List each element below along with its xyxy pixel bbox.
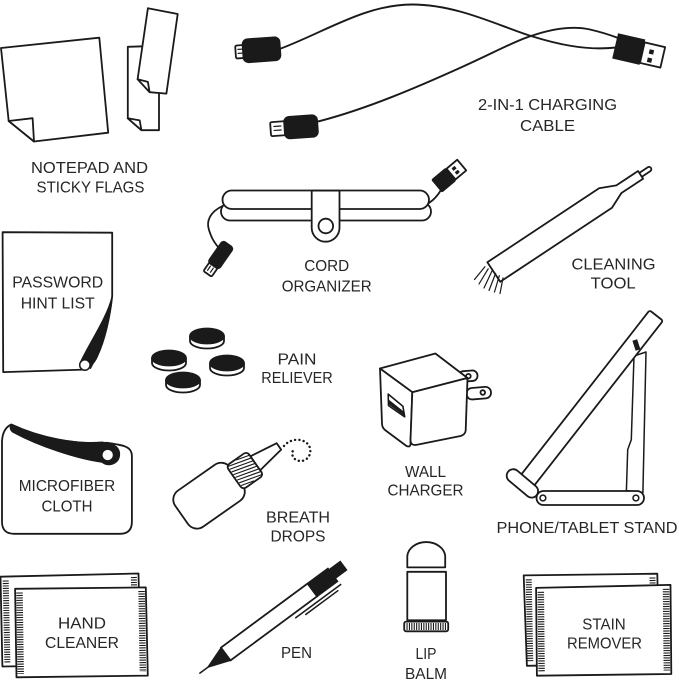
svg-text:CABLE: CABLE xyxy=(520,118,575,135)
svg-text:CLOTH: CLOTH xyxy=(42,499,93,516)
svg-text:RELIEVER: RELIEVER xyxy=(261,370,333,387)
svg-text:PAIN: PAIN xyxy=(278,352,317,369)
svg-text:REMOVER: REMOVER xyxy=(567,636,642,653)
svg-text:STICKY FLAGS: STICKY FLAGS xyxy=(37,180,145,197)
svg-text:CORD: CORD xyxy=(304,258,349,275)
svg-text:STAIN: STAIN xyxy=(582,617,626,634)
svg-text:DROPS: DROPS xyxy=(271,529,326,546)
svg-text:PASSWORD: PASSWORD xyxy=(12,275,103,292)
svg-text:LIP: LIP xyxy=(416,646,437,663)
svg-text:ORGANIZER: ORGANIZER xyxy=(282,279,372,296)
svg-text:CLEANING: CLEANING xyxy=(572,257,656,274)
svg-text:BREATH: BREATH xyxy=(266,510,330,527)
svg-text:HAND: HAND xyxy=(58,616,106,633)
svg-text:WALL: WALL xyxy=(405,464,446,481)
svg-text:TOOL: TOOL xyxy=(591,276,636,293)
svg-text:CLEANER: CLEANER xyxy=(45,635,119,652)
svg-text:PHONE/TABLET STAND: PHONE/TABLET STAND xyxy=(497,520,678,537)
svg-text:CHARGER: CHARGER xyxy=(388,483,464,500)
svg-text:BALM: BALM xyxy=(405,666,447,681)
svg-text:PEN: PEN xyxy=(281,645,312,662)
svg-text:MICROFIBER: MICROFIBER xyxy=(19,478,116,495)
svg-text:HINT LIST: HINT LIST xyxy=(21,296,95,313)
svg-text:2-IN-1 CHARGING: 2-IN-1 CHARGING xyxy=(478,97,617,114)
svg-text:NOTEPAD AND: NOTEPAD AND xyxy=(31,160,148,177)
